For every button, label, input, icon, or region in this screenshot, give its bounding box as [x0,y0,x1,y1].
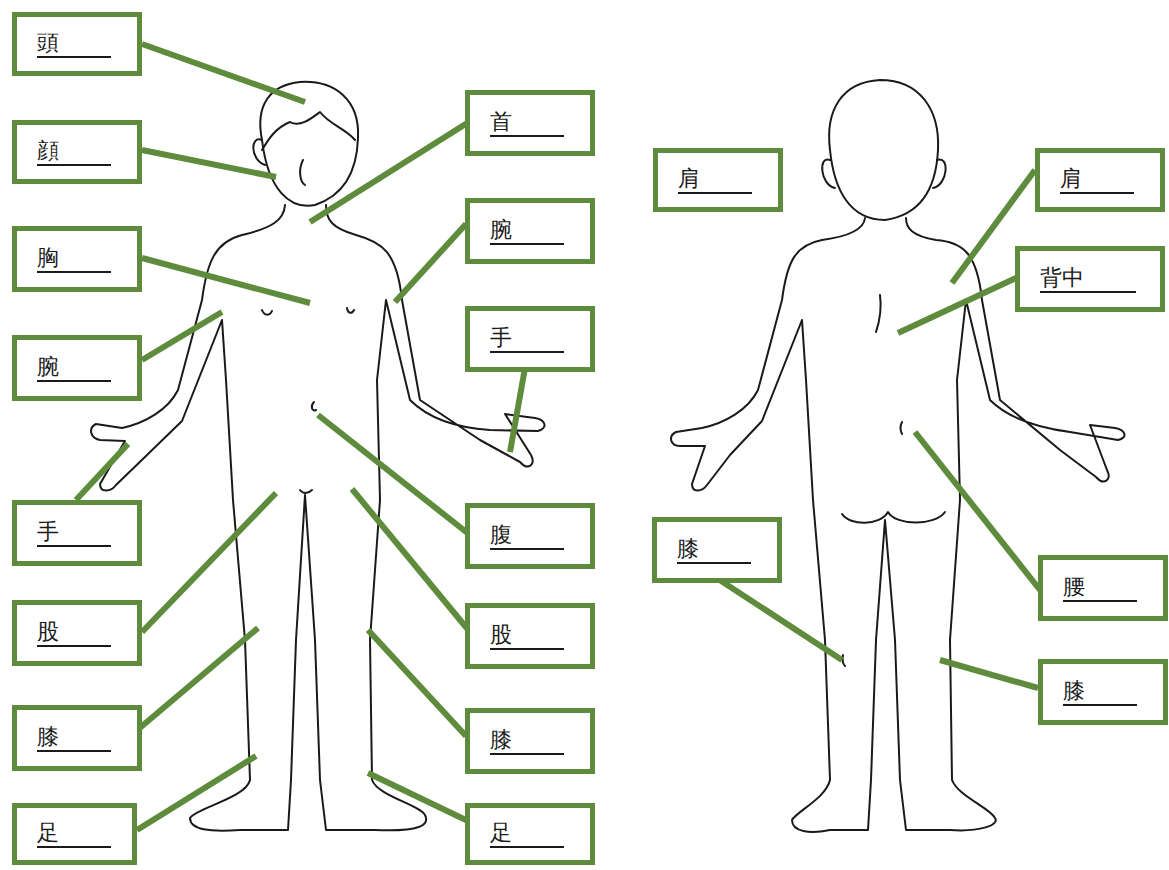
label-box: 膝 [12,705,142,771]
ear [822,159,835,188]
leader-line [940,660,1038,688]
body-part-name: 足 [37,820,59,845]
hair-line [262,112,355,150]
leader-line [368,773,470,822]
label-box: 足 [12,803,137,865]
answer-blank: 背中 [1040,265,1136,293]
body-part-name: 腕 [490,217,512,242]
answer-blank: 足 [37,820,111,848]
label-box: 顔 [12,120,142,184]
label-box: 腹 [465,503,595,569]
leader-line [352,489,470,632]
answer-blank: 腰 [1063,574,1137,602]
label-box: 膝 [465,708,595,774]
leader-line [368,630,466,736]
body-part-name: 胸 [37,245,59,270]
body-part-name: 膝 [490,727,512,752]
head-outline [260,82,358,206]
label-box: 股 [465,603,595,669]
body-part-name: 肩 [678,166,700,191]
answer-blank: 膝 [677,536,751,564]
body-part-name: 膝 [37,724,59,749]
leader-line [395,224,466,302]
label-box: 腰 [1038,555,1168,621]
shoulder-blade-line [876,295,881,332]
answer-blank: 胸 [37,245,111,273]
leader-line [142,44,305,102]
label-box: 首 [465,90,595,156]
answer-blank: 腹 [490,522,564,550]
answer-blank: 肩 [678,166,752,194]
knee-mark [843,655,845,666]
body-part-name: 膝 [677,536,699,561]
ear [300,160,305,185]
label-box: 膝 [652,517,782,583]
leader-line [142,258,310,303]
answer-blank: 肩 [1060,166,1134,194]
answer-blank: 手 [37,519,111,547]
nipple [262,310,272,315]
leader-line [712,575,842,660]
navel [312,402,316,410]
leader-line [142,493,276,632]
leader-line [76,444,128,500]
leader-line [898,278,1016,333]
leader-line [135,628,258,732]
head-outline [829,80,938,220]
answer-blank: 頭 [37,30,111,58]
ear [933,159,946,188]
answer-blank: 膝 [37,724,111,752]
crotch-line [300,490,312,493]
body-part-name: 膝 [1063,678,1085,703]
body-part-name: 腹 [490,522,512,547]
leader-line [915,432,1040,590]
ear [253,139,265,165]
body-part-name: 手 [490,325,512,350]
body-part-name: 足 [490,820,512,845]
leader-line [510,368,525,452]
answer-blank: 手 [490,325,564,353]
label-box: 膝 [1038,659,1168,725]
label-box: 腕 [12,335,142,401]
label-box: 足 [465,803,595,865]
answer-blank: 膝 [1063,678,1137,706]
answer-blank: 足 [490,820,564,848]
answer-blank: 股 [37,619,111,647]
label-box: 腕 [465,198,595,264]
answer-blank: 腕 [490,217,564,245]
label-box: 肩 [653,148,783,212]
label-box: 手 [12,500,142,566]
answer-blank: 膝 [490,727,564,755]
buttocks-line [842,512,945,523]
body-part-name: 股 [490,622,512,647]
answer-blank: 腕 [37,354,111,382]
body-part-name: 顔 [37,138,59,163]
answer-blank: 顔 [37,138,111,166]
label-box: 股 [12,600,142,666]
label-box: 頭 [12,12,142,76]
leader-line [310,120,472,222]
leader-line [137,756,256,830]
body-part-name: 腕 [37,354,59,379]
spine-mark [901,422,903,434]
body-part-name: 肩 [1060,166,1082,191]
answer-blank: 股 [490,622,564,650]
body-part-name: 頭 [37,30,59,55]
label-box: 手 [465,306,595,372]
leader-line [142,312,222,360]
body-part-name: 股 [37,619,59,644]
body-part-name: 首 [490,109,512,134]
nipple [347,308,354,313]
label-box: 背中 [1015,246,1165,312]
label-box: 肩 [1035,148,1165,212]
body-part-name: 腰 [1063,574,1085,599]
answer-blank: 首 [490,109,564,137]
leader-line [318,415,470,535]
leader-line [142,150,276,177]
body-part-name: 手 [37,519,59,544]
label-box: 胸 [12,226,142,292]
body-part-name: 背中 [1040,265,1084,290]
